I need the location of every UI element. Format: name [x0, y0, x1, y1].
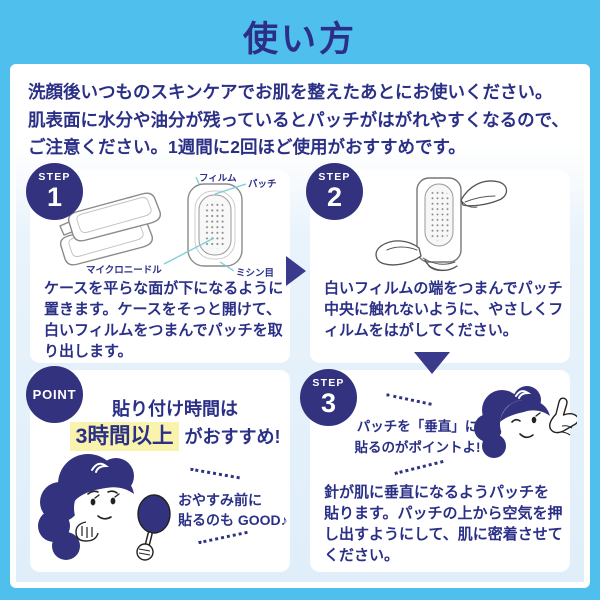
text-line: 針が肌に垂直になるようパッチを — [324, 484, 550, 501]
woman-mirror-illustration — [38, 454, 171, 561]
note-line: 貼るのも GOOD♪ — [178, 512, 288, 528]
step1-illustration: フィルム パッチ マイクロニードル ミシン目 — [57, 174, 277, 278]
badge-step-label: STEP — [318, 170, 351, 183]
badge-step-number: 1 — [46, 182, 63, 213]
text-line: 白いフィルムの端をつまんでパッチ — [324, 280, 563, 297]
text-line: ケースを平らな面が下になるように — [44, 280, 284, 297]
step1-text: ケースを平らな面が下になるように 置きます。ケースをそっと開けて、 白いフィルム… — [44, 278, 283, 362]
woman-pointing-illustration — [474, 386, 577, 458]
note-dots-bottom — [198, 530, 248, 545]
note-line: おやすみ前に — [178, 492, 262, 508]
text-line: ィルムをはがしてください。 — [324, 322, 518, 339]
speech-line: パッチを「垂直」に — [356, 419, 479, 434]
intro-line: 洗顔後いつものスキンケアでお肌を整えたあとにお使いください。 — [28, 82, 553, 102]
badge-step-number: 2 — [326, 182, 343, 213]
case-illustration — [59, 192, 161, 266]
arrow-right-icon — [286, 256, 306, 286]
step2-badge: STEP 2 — [306, 163, 363, 220]
arrow-down-icon — [414, 352, 450, 374]
step1-badge: STEP 1 — [26, 163, 83, 220]
badge-step-label: STEP — [312, 376, 345, 389]
film-peel-illustration — [375, 177, 508, 272]
note-dots-top — [190, 467, 240, 480]
page-title: 使い方 — [242, 20, 357, 59]
text-line: ください。 — [324, 547, 400, 564]
intro-text: 洗顔後いつものスキンケアでお肌を整えたあとにお使いください。 肌表面に水分や油分… — [28, 79, 569, 162]
duration-highlight: 3時間以上 — [69, 422, 180, 451]
microneedle-label: マイクロニードル — [86, 265, 162, 276]
text-line: し出すようにして、肌に密着させて — [324, 526, 563, 543]
step3-text: 針が肌に垂直になるようパッチを 貼ります。パッチの上から空気を押 し出すようにし… — [324, 482, 563, 566]
point-heading-line1: 貼り付け時間は — [112, 399, 238, 419]
step3-card: パッチを「垂直」に 貼るのがポイントよ! 針が肌に垂直になるようパッチを 貼りま… — [310, 370, 577, 572]
speech-dots-bottom — [394, 459, 444, 476]
speech-dots-top — [386, 393, 432, 406]
intro-line: 肌表面に水分や油分が残っているとパッチがはがれやすくなるので、 — [28, 109, 569, 130]
badge-step-number: 3 — [320, 388, 337, 419]
text-line: り出します。 — [44, 343, 133, 360]
text-line: 貼ります。パッチの上から空気を押 — [324, 505, 563, 522]
intro-line: ご注意ください。1週間に2回ほど使用がおすすめです。 — [28, 137, 466, 157]
mirror-icon — [136, 494, 171, 561]
perforation-label: ミシン目 — [236, 268, 274, 278]
point-note: おやすみ前に 貼るのも GOOD♪ — [178, 490, 288, 530]
badge-point-label: POINT — [32, 387, 77, 402]
point-heading-line2: 3時間以上 がおすすめ! — [60, 419, 290, 451]
text-line: 白いフィルムをつまんでパッチを取 — [44, 322, 283, 339]
text-line: 中央に触れないように、やさしくフ — [324, 301, 564, 318]
point-heading-suffix: がおすすめ! — [184, 427, 281, 447]
speech-text: パッチを「垂直」に 貼るのがポイントよ! — [330, 416, 505, 458]
badge-step-label: STEP — [38, 170, 71, 183]
step2-text: 白いフィルムの端をつまんでパッチ 中央に触れないように、やさしくフ ィルムをはが… — [324, 278, 563, 341]
speech-line: 貼るのがポイントよ! — [354, 440, 481, 455]
step3-badge: STEP 3 — [300, 369, 357, 426]
patch-diagram: フィルム パッチ マイクロニードル ミシン目 — [86, 174, 277, 278]
text-line: 置きます。ケースをそっと開けて、 — [44, 301, 282, 318]
point-badge: POINT — [26, 366, 83, 423]
patch-label: パッチ — [248, 178, 277, 190]
film-label: フィルム — [199, 174, 237, 184]
